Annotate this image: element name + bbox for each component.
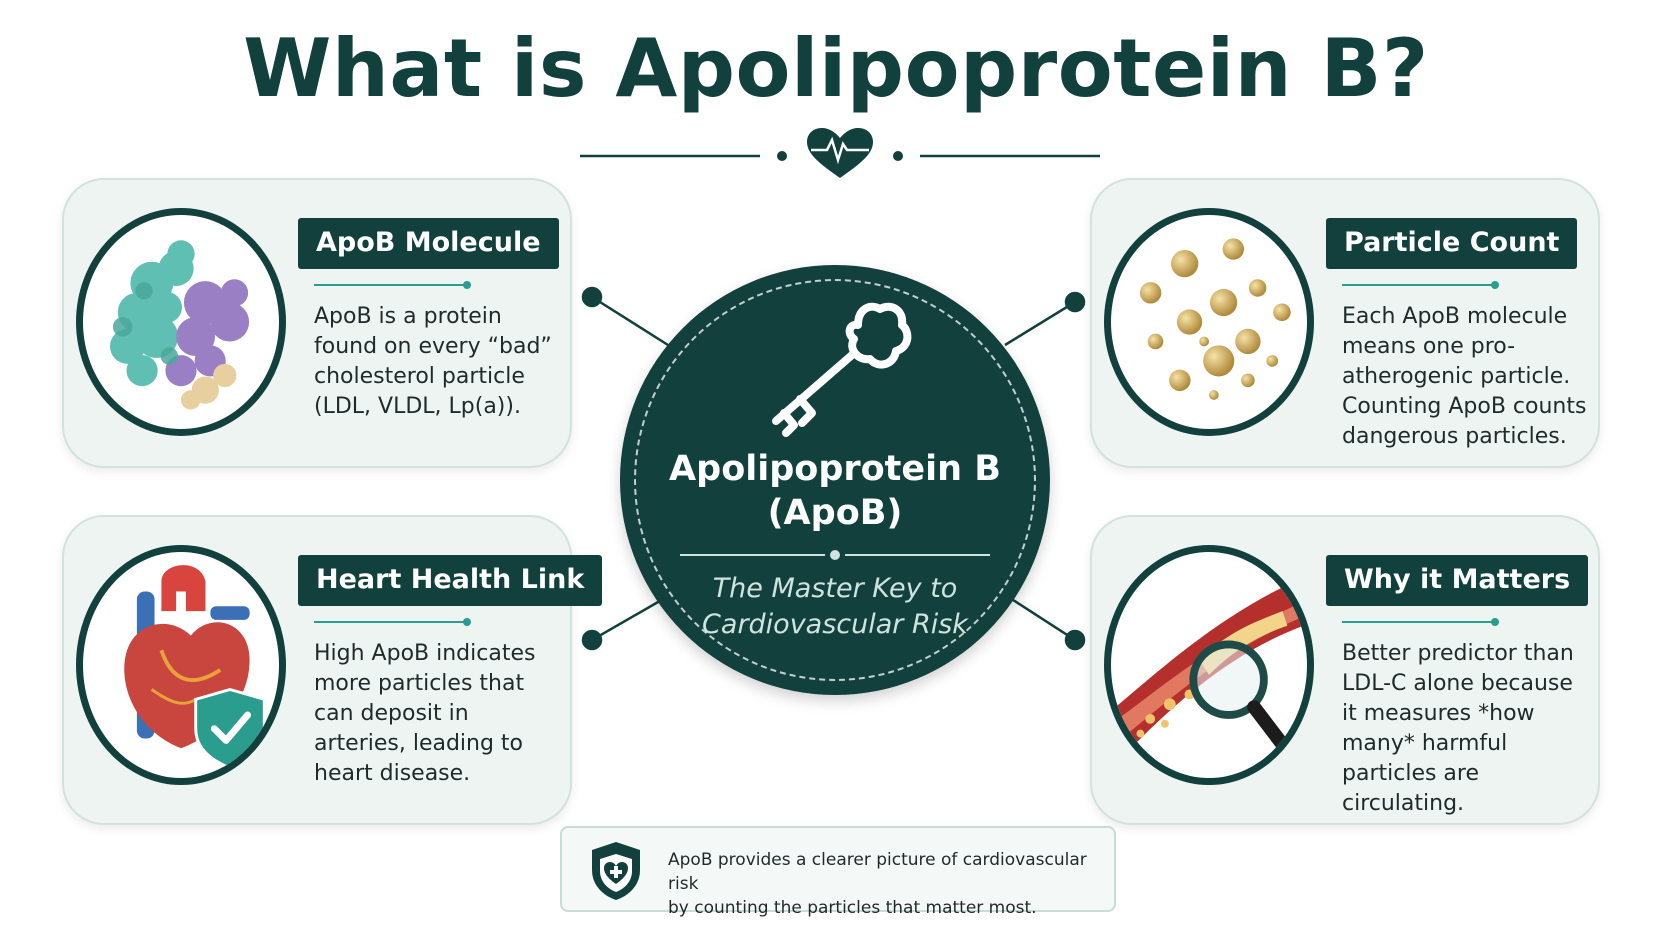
card-heart-health-link: Heart Health Link High ApoB indicates mo… [62,515,603,825]
heart-shield-icon [124,565,266,770]
card-body: ApoB is a protein found on every “bad” c… [314,304,552,419]
shield-plus-icon [592,842,640,900]
dashed-ring [634,279,1036,681]
protein-molecule-icon [109,240,250,410]
card-label: Heart Health Link [298,555,603,606]
card-body: Each ApoB molecule means one pro-atherog… [1342,304,1587,449]
card-label: Particle Count [1326,218,1578,269]
center-title: Apolipoprotein B (ApoB) [669,449,1001,533]
center-divider [680,550,990,560]
page-title: What is Apolipoprotein B? [243,22,1429,115]
card-divider [314,281,471,289]
particles-illustration [1104,208,1314,436]
center-subtitle: The Master Key to Cardiovascular Risk [702,573,968,640]
artery-illustration [1104,545,1314,785]
card-divider [1342,281,1499,289]
card-apob-molecule: ApoB Molecule ApoB is a protein found on… [62,178,572,468]
card-divider [1342,618,1499,626]
heart-illustration [76,545,286,785]
key-icon [772,302,912,437]
footer-note: ApoB provides a clearer picture of cardi… [560,826,1116,918]
card-particle-count: Particle Count Each ApoB molecule means … [1090,178,1600,468]
heartbeat-heart-icon [807,128,873,178]
card-why-it-matters: Why it Matters Better predictor than LDL… [1090,515,1600,825]
card-label: ApoB Molecule [298,218,559,269]
artery-magnifier-icon [1111,576,1307,759]
card-divider [314,618,471,626]
footer-text: ApoB provides a clearer picture of cardi… [668,850,1087,918]
card-label: Why it Matters [1326,555,1589,606]
molecule-illustration [76,208,286,436]
title-divider [580,128,1100,178]
center-badge: Apolipoprotein B (ApoB) The Master Key t… [620,265,1050,695]
card-body: Better predictor than LDL-C alone becaus… [1342,641,1574,816]
card-body: High ApoB indicates more particles that … [314,641,536,786]
particles-icon [1139,238,1291,400]
